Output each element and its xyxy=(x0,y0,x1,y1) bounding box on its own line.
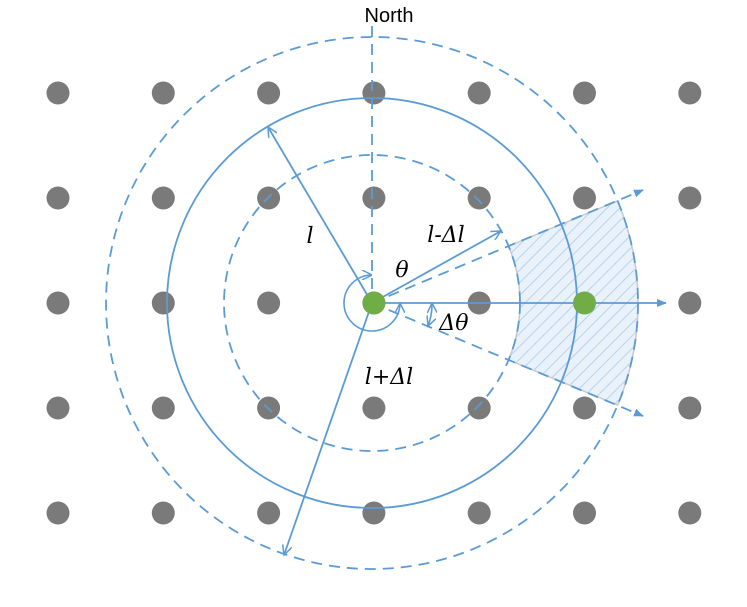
grid-point xyxy=(46,81,70,105)
radius-l-plus-arrow xyxy=(284,302,373,555)
grid-point xyxy=(678,291,702,315)
grid-point xyxy=(467,501,491,525)
grid-point xyxy=(678,501,702,525)
grid-point xyxy=(678,81,702,105)
grid-point xyxy=(362,186,386,210)
grid-point xyxy=(362,501,386,525)
label-delta-theta: Δθ xyxy=(438,311,468,336)
grid-point xyxy=(573,501,596,525)
highlighted-grid-point xyxy=(573,291,596,315)
grid-point xyxy=(46,291,70,315)
grid-point xyxy=(151,81,175,105)
sector-lower-bound-line xyxy=(371,302,644,417)
grid-point xyxy=(573,186,596,210)
grid-point xyxy=(151,186,175,210)
grid-points xyxy=(46,81,702,525)
grid-point xyxy=(573,396,596,420)
radius-l-arrow xyxy=(268,127,373,304)
highlighted-points xyxy=(362,291,596,315)
grid-point xyxy=(151,396,175,420)
highlighted-grid-point xyxy=(362,291,386,315)
grid-point xyxy=(46,186,70,210)
grid-point xyxy=(362,396,386,420)
grid-point xyxy=(151,501,175,525)
grid-point xyxy=(678,396,702,420)
grid-point xyxy=(257,291,281,315)
north-label: North xyxy=(365,5,414,27)
grid-point xyxy=(46,396,70,420)
grid-point xyxy=(257,81,281,105)
label-l-plus-delta: l+Δl xyxy=(365,365,413,390)
grid-point xyxy=(151,291,175,315)
label-l: l xyxy=(306,224,313,249)
grid-point xyxy=(362,81,386,105)
grid-point xyxy=(257,501,281,525)
theta-arc xyxy=(343,275,400,332)
grid-point xyxy=(46,501,70,525)
label-theta: θ xyxy=(395,258,408,283)
label-l-minus-delta: l-Δl xyxy=(427,223,464,248)
sector-upper-bound-line xyxy=(371,189,644,304)
grid-point xyxy=(467,186,491,210)
grid-point xyxy=(678,186,702,210)
grid-point xyxy=(467,396,491,420)
grid-point xyxy=(573,81,596,105)
grid-point xyxy=(467,81,491,105)
delta-theta-arc xyxy=(428,303,432,326)
